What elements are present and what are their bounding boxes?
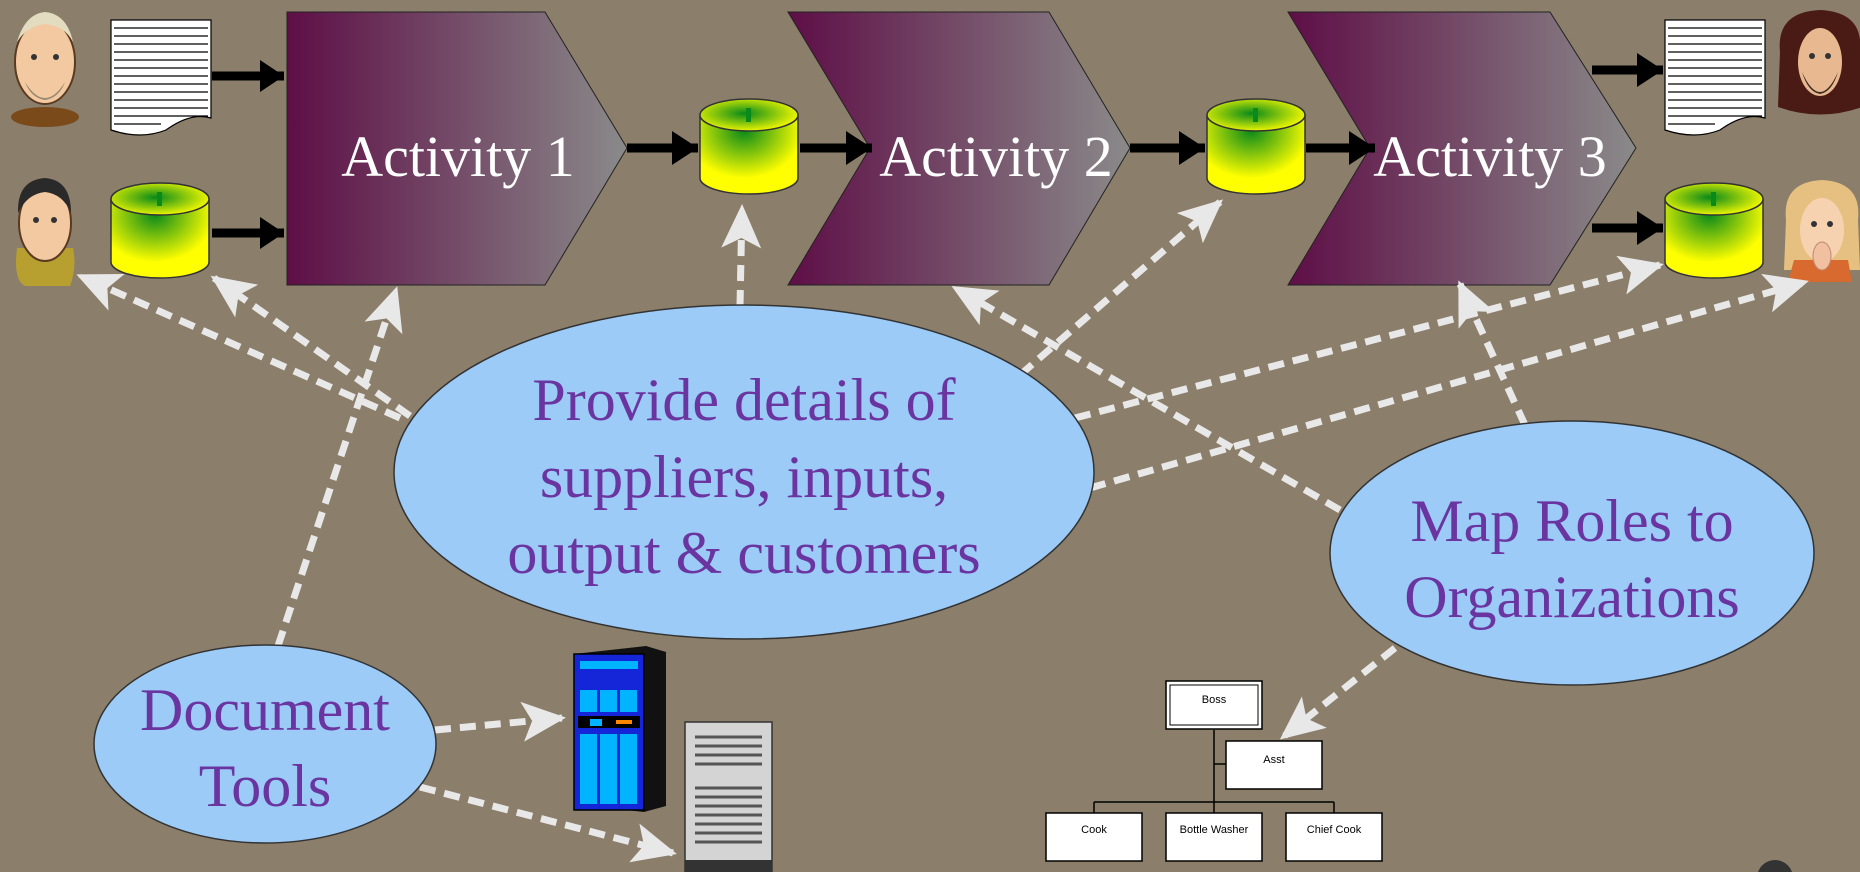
database-icon xyxy=(699,98,799,195)
slide-control-icon[interactable] xyxy=(1757,860,1793,872)
dashed-arrow xyxy=(419,783,677,863)
dashed-arrow xyxy=(1017,199,1224,378)
dashed-arrow xyxy=(434,701,566,742)
dashed-arrow xyxy=(721,204,762,307)
provide-details-line-2: suppliers, inputs, xyxy=(540,444,948,510)
flow-arrow-head xyxy=(846,131,872,165)
dashed-arrow xyxy=(1456,280,1529,427)
map-roles-line-2: Organizations xyxy=(1404,564,1739,630)
person-icon xyxy=(1778,10,1860,115)
flow-arrow-head xyxy=(260,217,284,249)
provide-details-ellipse: Provide details of suppliers, inputs, ou… xyxy=(393,304,1095,640)
dashed-arrow xyxy=(274,286,403,648)
org-box-asst: Asst xyxy=(1225,740,1323,790)
document-icon xyxy=(110,19,212,136)
org-box-cook: Cook xyxy=(1045,812,1143,862)
flow-arrow-head xyxy=(1179,131,1205,165)
provide-details-line-3: output & customers xyxy=(507,520,980,586)
server-rack-icon xyxy=(573,646,666,812)
dashed-arrow xyxy=(1074,255,1664,422)
activity-1: Activity 1 xyxy=(286,11,628,286)
person-icon xyxy=(1784,180,1860,282)
document-tools-line-2: Tools xyxy=(199,753,331,819)
server-tower-icon xyxy=(684,721,773,872)
association-arrows xyxy=(76,199,1809,863)
org-label-chief-cook: Chief Cook xyxy=(1307,824,1362,836)
flow-arrow-head xyxy=(1637,211,1663,245)
dashed-arrow xyxy=(1279,645,1398,740)
org-label-asst: Asst xyxy=(1263,754,1284,766)
activity-3-label: Activity 3 xyxy=(1373,124,1607,189)
flow-arrow-head xyxy=(1349,131,1375,165)
org-box-boss: Boss xyxy=(1165,680,1263,730)
org-box-bottle-washer: Bottle Washer xyxy=(1165,812,1263,862)
flow-arrow-head xyxy=(672,131,698,165)
org-label-boss: Boss xyxy=(1202,694,1227,706)
org-label-bottle-washer: Bottle Washer xyxy=(1180,824,1249,836)
dashed-arrow xyxy=(76,272,402,422)
activity-3: Activity 3 xyxy=(1287,11,1637,286)
provide-details-line-1: Provide details of xyxy=(532,367,955,433)
map-roles-ellipse: Map Roles to Organizations xyxy=(1329,420,1815,686)
document-icon xyxy=(1664,19,1766,136)
org-chart: Boss Asst Cook Bottle Washer Chief Cook xyxy=(1045,680,1383,862)
org-label-cook: Cook xyxy=(1081,824,1107,836)
dashed-arrow xyxy=(210,275,413,419)
flow-arrow-head xyxy=(1637,53,1663,87)
person-icon xyxy=(16,178,75,286)
document-tools-line-1: Document xyxy=(140,677,390,743)
org-box-chief-cook: Chief Cook xyxy=(1285,812,1383,862)
flow-arrows xyxy=(212,53,1663,249)
database-icon xyxy=(1206,98,1306,195)
activity-1-label: Activity 1 xyxy=(341,124,575,189)
activity-2-label: Activity 2 xyxy=(879,124,1113,189)
person-icon xyxy=(11,12,79,127)
flow-arrow-head xyxy=(260,60,284,92)
document-tools-ellipse: Document Tools xyxy=(93,644,437,844)
database-icon xyxy=(1664,182,1764,279)
database-icon xyxy=(110,182,210,279)
map-roles-line-1: Map Roles to xyxy=(1410,488,1733,554)
